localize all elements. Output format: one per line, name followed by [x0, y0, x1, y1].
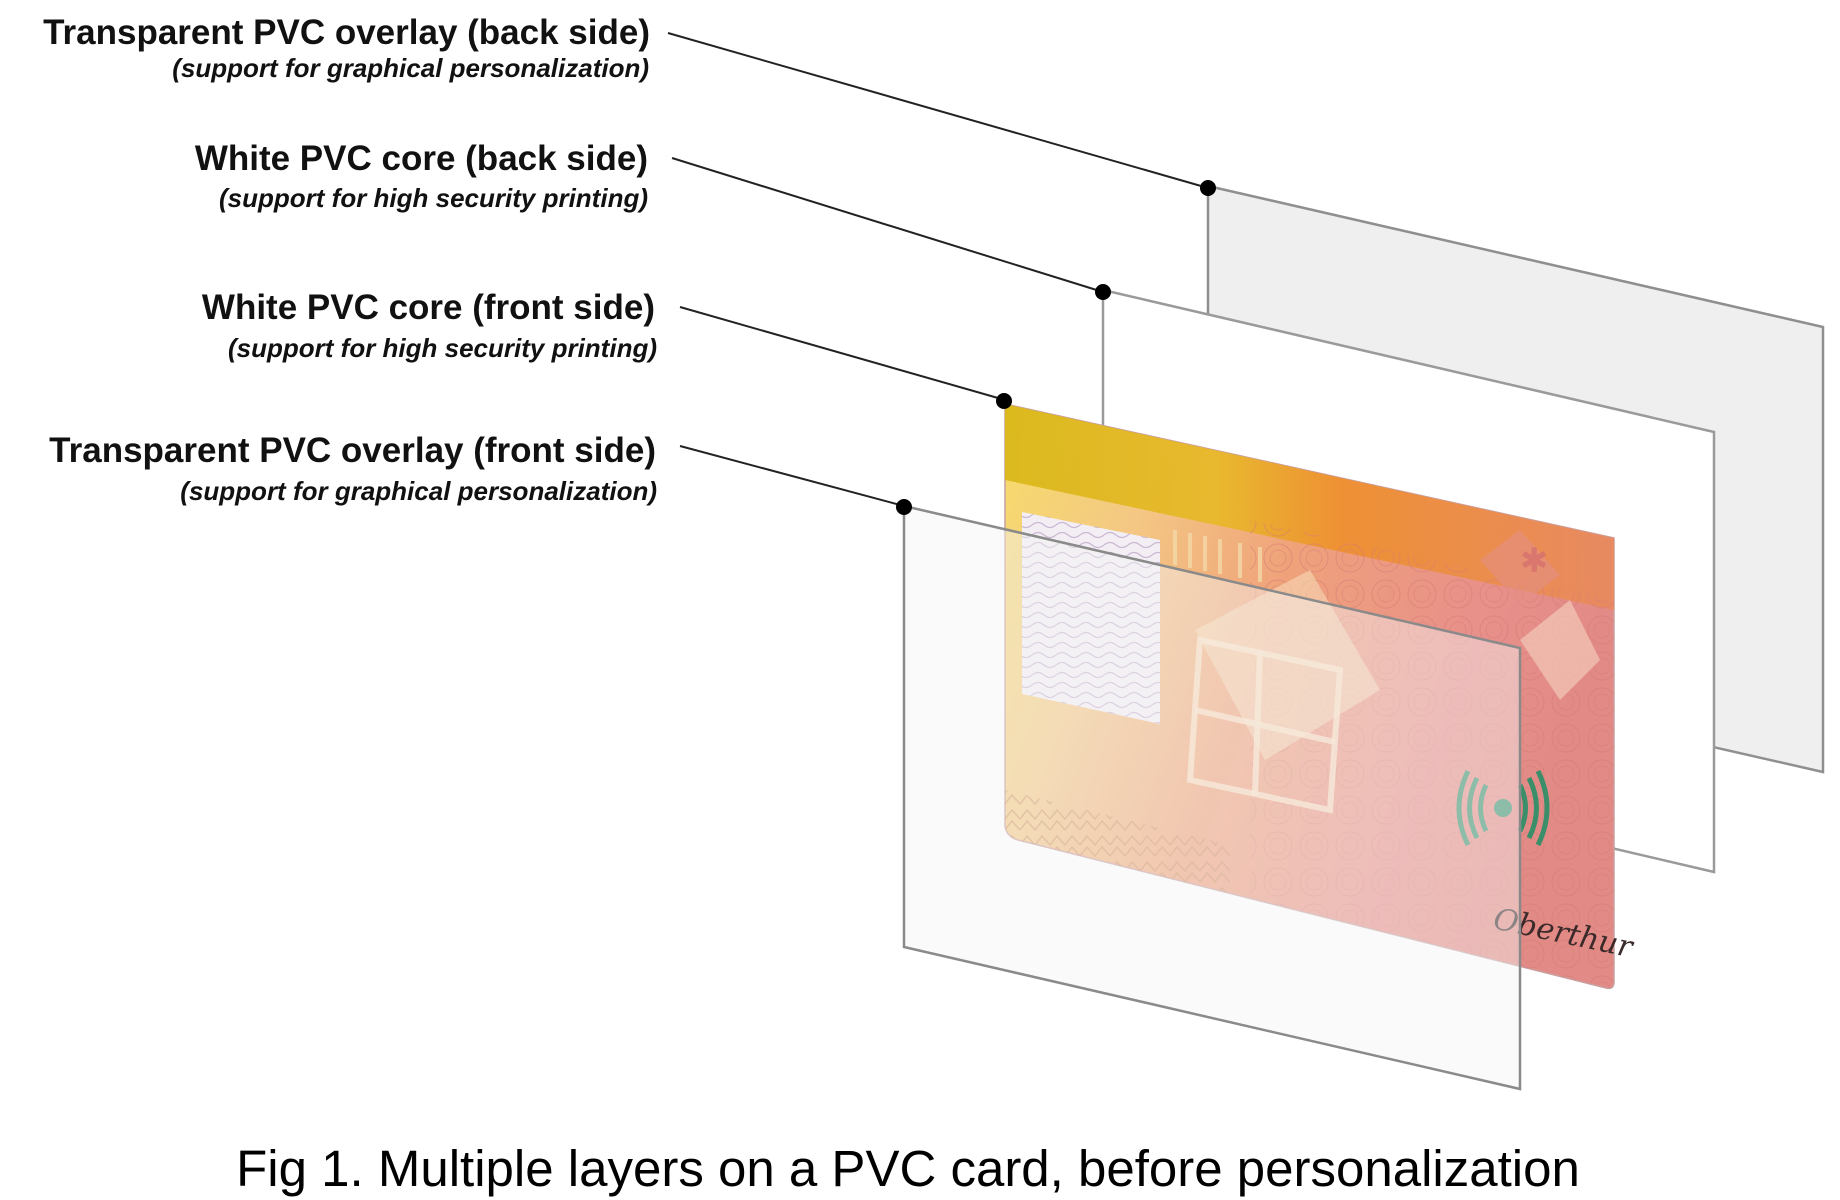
contactless-icon: [1456, 769, 1550, 847]
layer-2-subtitle: (support for high security printing): [219, 183, 648, 213]
front-overlay-sheet: [902, 504, 1522, 1091]
marker-front-overlay: [896, 499, 912, 515]
layer-1-title: Transparent PVC overlay (back side): [43, 13, 650, 52]
layer-4-title: Transparent PVC overlay (front side): [49, 431, 656, 470]
layer-3-subtitle: (support for high security printing): [228, 333, 657, 363]
leader-line-back-overlay: [667, 32, 1209, 189]
figure-caption: Fig 1. Multiple layers on a PVC card, be…: [236, 1140, 1580, 1197]
leader-line-front-core: [679, 306, 1006, 401]
layer-1-subtitle: (support for graphical personalization): [172, 53, 649, 83]
layer-4-subtitle: (support for graphical personalization): [180, 476, 657, 506]
svg-text:✱: ✱: [1520, 541, 1549, 581]
front-core-printed-card: ✱ Oberthur: [1004, 403, 1637, 990]
layer-3-title: White PVC core (front side): [202, 288, 655, 327]
leader-line-back-core: [671, 157, 1104, 293]
marker-back-core: [1095, 284, 1111, 300]
layer-2-title: White PVC core (back side): [195, 139, 648, 178]
marker-back-overlay: [1200, 180, 1216, 196]
leader-line-front-overlay: [679, 445, 905, 507]
marker-front-core: [996, 393, 1012, 409]
